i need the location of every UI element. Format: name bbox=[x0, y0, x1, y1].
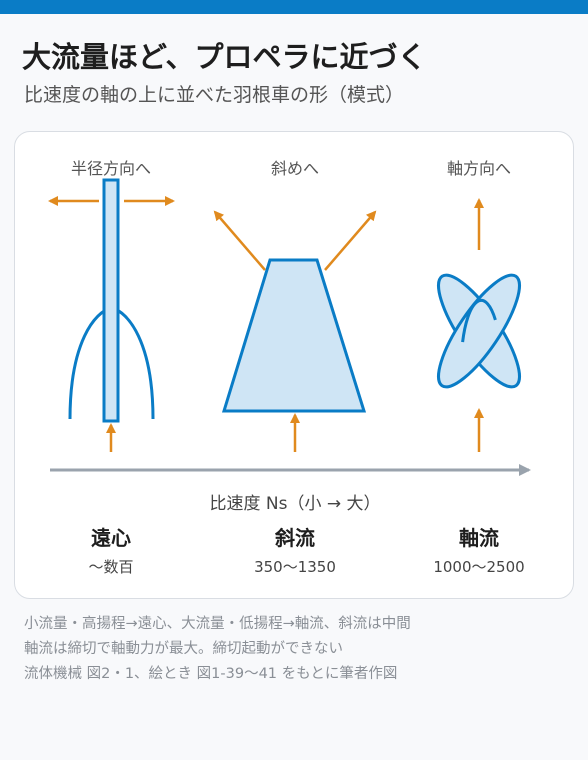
type-label-centrifugal: 遠心 bbox=[91, 526, 131, 550]
direction-label-radial: 半径方向へ bbox=[70, 159, 151, 178]
footnote-line: 軸流は締切で軸動力が最大。締切起動ができない bbox=[24, 641, 343, 657]
range-label-centrifugal: 〜数百 bbox=[88, 558, 134, 576]
footnote-line: 流体機械 図2・1、絵とき 図1-39〜41 をもとに筆者作図 bbox=[24, 666, 398, 682]
diagram-card: 半径方向へ 斜めへ 軸方向へ 比速度 Ns（小 → 大） 遠心 斜流 軸流 〜数… bbox=[14, 131, 574, 599]
footnotes: 小流量・高揚程→遠心、大流量・低揚程→軸流、斜流は中間 軸流は締切で軸動力が最大… bbox=[24, 612, 574, 687]
direction-label-axial: 軸方向へ bbox=[446, 159, 511, 178]
centrifugal-arrows bbox=[48, 196, 175, 452]
range-label-axial: 1000〜2500 bbox=[433, 558, 525, 576]
axial-impeller bbox=[437, 273, 521, 389]
centrifugal-impeller bbox=[68, 178, 155, 423]
type-label-axial: 軸流 bbox=[459, 526, 499, 550]
page-title: 大流量ほど、プロペラに近づく bbox=[22, 40, 427, 74]
type-label-mixed-flow: 斜流 bbox=[275, 526, 315, 550]
axis-label: 比速度 Ns（小 → 大） bbox=[209, 494, 381, 514]
footnote-line: 小流量・高揚程→遠心、大流量・低揚程→軸流、斜流は中間 bbox=[24, 616, 411, 632]
impeller-diagram bbox=[48, 178, 531, 476]
direction-label-diagonal: 斜めへ bbox=[270, 159, 319, 178]
range-label-mixed-flow: 350〜1350 bbox=[254, 558, 336, 576]
page-subtitle: 比速度の軸の上に並べた羽根車の形（模式） bbox=[24, 84, 405, 106]
mixed-flow-arrows bbox=[213, 210, 377, 452]
mixed-flow-impeller bbox=[221, 258, 367, 413]
top-accent-bar bbox=[0, 0, 588, 14]
